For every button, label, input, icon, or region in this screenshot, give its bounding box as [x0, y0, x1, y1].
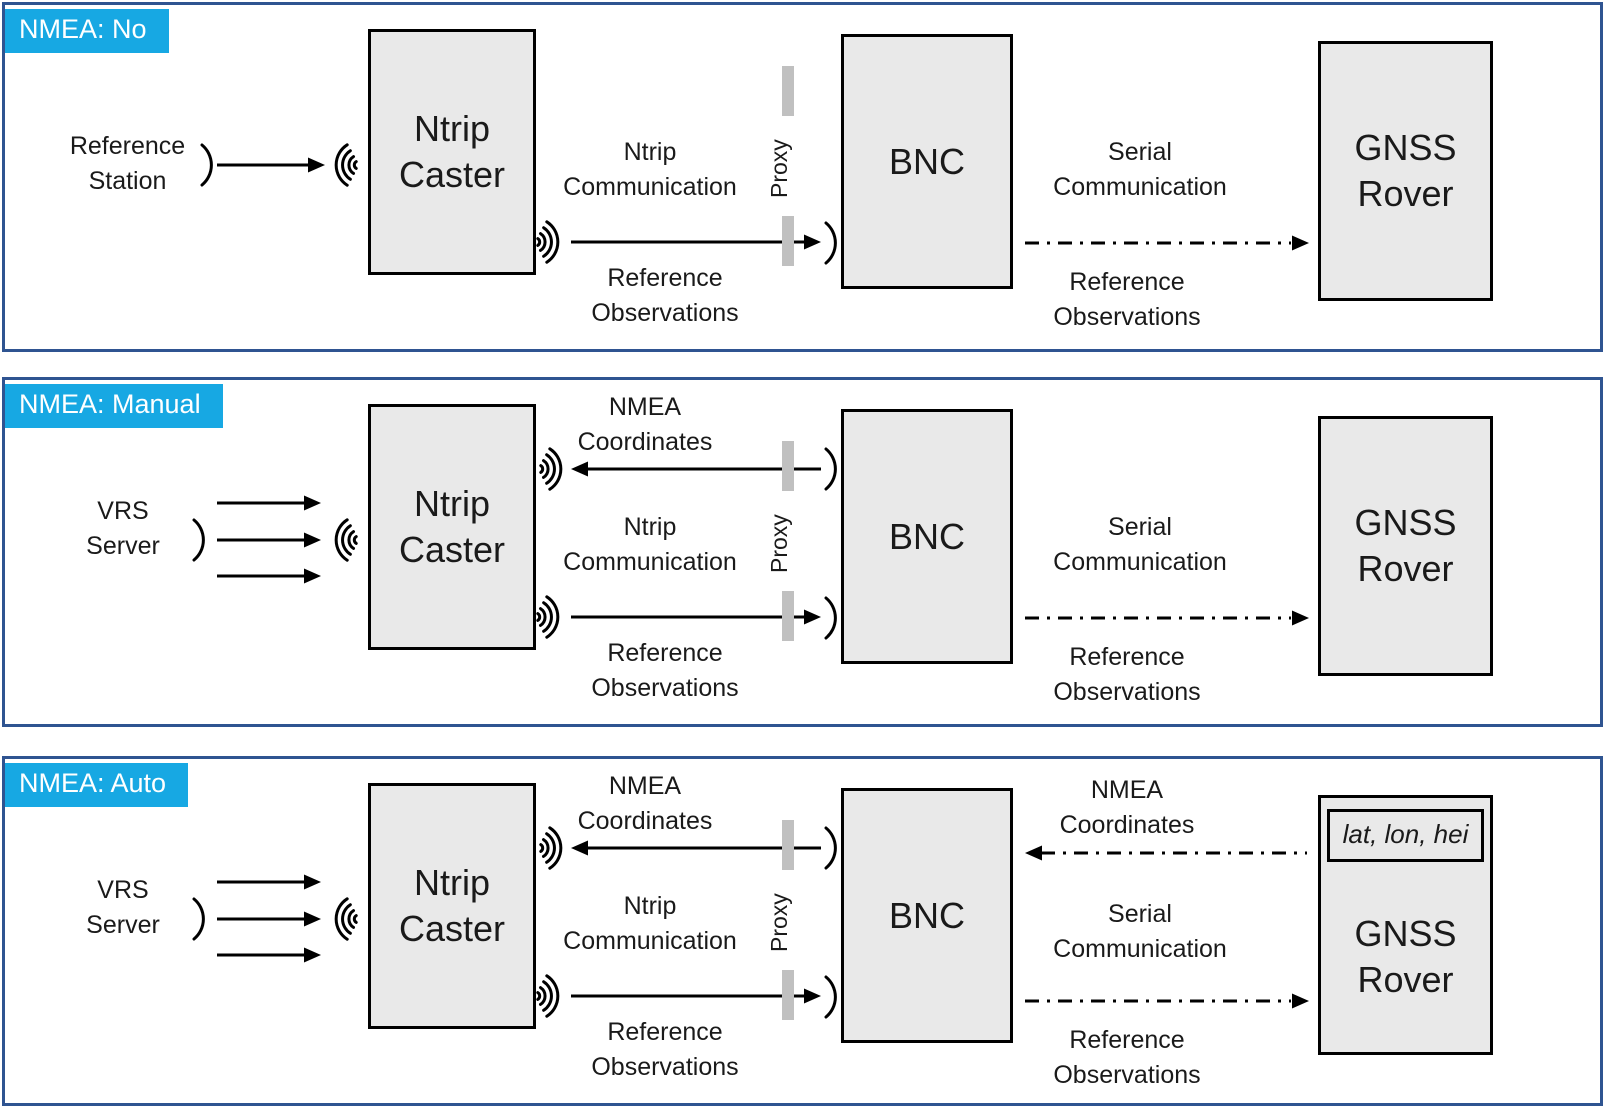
ntrip-communication-label: Ntrip Communication — [563, 138, 737, 201]
nmea-coordinates-label: NMEA Coordinates — [577, 772, 713, 835]
serial-communication-label: Serial Communication — [1053, 513, 1227, 576]
arrow-vrs-stream-2 — [217, 911, 321, 927]
ntrip-caster-label: Ntrip Caster — [398, 108, 506, 195]
proxy-bar-top — [782, 66, 794, 116]
arrow-rover-to-bnc-nmea — [1025, 845, 1307, 861]
bnc-box: BNC — [841, 409, 1013, 664]
radio-emit-icon — [536, 974, 560, 1018]
arrow-caster-to-bnc — [571, 609, 821, 625]
ntrip-communication-label: Ntrip Communication — [563, 513, 737, 576]
gnss-rover-box: GNSS Rover — [1318, 416, 1493, 676]
arrow-vrs-stream-1 — [217, 874, 321, 890]
source-label: Reference Station — [69, 132, 186, 195]
gnss-rover-box: GNSS Rover — [1318, 41, 1493, 301]
arrow-source-to-caster — [217, 157, 325, 173]
bnc-box: BNC — [841, 788, 1013, 1043]
transmit-arc-icon — [192, 518, 205, 562]
proxy-label: Proxy — [766, 139, 792, 199]
nmea-coordinates-label-right: NMEA Coordinates — [1059, 776, 1195, 839]
arrow-vrs-stream-3 — [217, 568, 321, 584]
transmit-arc-icon — [192, 897, 205, 941]
reference-observations-label: Reference Observations — [591, 639, 739, 702]
radio-receive-icon — [334, 518, 358, 562]
ntrip-caster-label: Ntrip Caster — [398, 862, 506, 949]
bnc-label: BNC — [888, 140, 965, 182]
ntrip-caster-label: Ntrip Caster — [398, 483, 506, 570]
radio-emit-icon — [536, 220, 560, 264]
radio-emit-icon — [536, 595, 560, 639]
arrow-caster-to-bnc — [571, 988, 821, 1004]
arrow-vrs-stream-3 — [217, 947, 321, 963]
gnss-rover-label: GNSS Rover — [1354, 127, 1457, 214]
panel-nmea-manual: NMEA: Manual VRS Server Ntrip Caster NME… — [2, 377, 1603, 727]
panel-tag: NMEA: Auto — [5, 763, 189, 807]
bnc-label: BNC — [888, 515, 965, 557]
proxy-bar-bottom — [782, 216, 794, 266]
arrow-bnc-to-rover — [1025, 610, 1309, 626]
radio-receive-icon — [334, 897, 358, 941]
arrow-caster-to-bnc — [571, 234, 821, 250]
serial-communication-label: Serial Communication — [1053, 900, 1227, 963]
panel-tag: NMEA: No — [5, 9, 169, 53]
ntrip-communication-label: Ntrip Communication — [563, 892, 737, 955]
panel-nmea-no: NMEA: No Reference Station Ntrip Caster … — [2, 2, 1603, 352]
ntrip-caster-box: Ntrip Caster — [368, 404, 536, 650]
receive-arc-icon — [824, 975, 837, 1019]
radio-emit-icon — [539, 447, 563, 491]
bnc-box: BNC — [841, 34, 1013, 289]
radio-receive-icon — [334, 143, 358, 187]
proxy-label: Proxy — [766, 514, 792, 574]
gnss-rover-label: GNSS Rover — [1354, 502, 1457, 589]
arrow-vrs-stream-1 — [217, 495, 321, 511]
ntrip-caster-box: Ntrip Caster — [368, 29, 536, 275]
receive-arc-icon — [824, 596, 837, 640]
proxy-bar-bottom — [782, 591, 794, 641]
reference-observations-label: Reference Observations — [591, 264, 739, 327]
bnc-label: BNC — [888, 894, 965, 936]
reference-observations-label-right: Reference Observations — [1053, 268, 1201, 331]
proxy-label: Proxy — [766, 893, 792, 953]
gnss-rover-box: lat, lon, hei GNSS Rover — [1318, 795, 1493, 1055]
radio-emit-icon — [539, 826, 563, 870]
arrow-vrs-stream-2 — [217, 532, 321, 548]
receive-arc-icon — [824, 221, 837, 265]
reference-observations-label: Reference Observations — [591, 1018, 739, 1081]
proxy-bar-bottom — [782, 970, 794, 1020]
transmit-arc-icon — [824, 447, 837, 491]
ntrip-caster-box: Ntrip Caster — [368, 783, 536, 1029]
proxy-bar-top — [782, 820, 794, 870]
lat-lon-hei-box: lat, lon, hei — [1327, 809, 1484, 862]
serial-communication-label: Serial Communication — [1053, 138, 1227, 201]
nmea-coordinates-label: NMEA Coordinates — [577, 393, 713, 456]
source-label: VRS Server — [86, 497, 160, 560]
reference-observations-label-right: Reference Observations — [1053, 1026, 1201, 1089]
panel-tag: NMEA: Manual — [5, 384, 223, 428]
source-label: VRS Server — [86, 876, 160, 939]
transmit-arc-icon — [824, 826, 837, 870]
arrow-bnc-to-rover — [1025, 993, 1309, 1009]
panel-nmea-auto: NMEA: Auto VRS Server Ntrip Caster NMEA … — [2, 756, 1603, 1106]
reference-observations-label-right: Reference Observations — [1053, 643, 1201, 706]
gnss-rover-label: GNSS Rover — [1354, 913, 1457, 1000]
transmit-arc-icon — [200, 143, 213, 187]
proxy-bar-top — [782, 441, 794, 491]
arrow-bnc-to-rover — [1025, 235, 1309, 251]
